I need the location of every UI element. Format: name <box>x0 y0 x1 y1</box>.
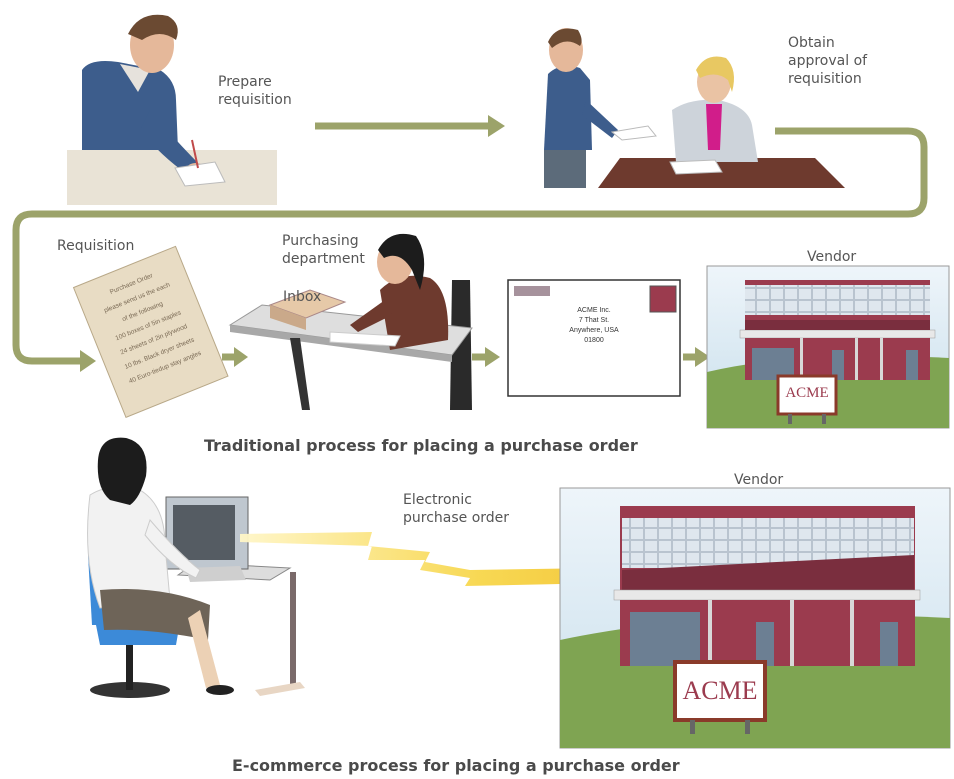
flow-arrow-3 <box>472 347 500 367</box>
electronic-purchase-order-label: Electronic purchase order <box>403 492 510 526</box>
flow-arrow-4 <box>683 347 710 367</box>
prepare-requisition-label: Prepare requisition <box>218 74 292 108</box>
requisition-label: Requisition <box>57 238 135 254</box>
man-writing-illustration <box>67 14 277 205</box>
traditional-process-caption: Traditional process for placing a purcha… <box>204 436 638 455</box>
inbox-label: Inbox <box>283 289 322 305</box>
envelope-line: Anywhere, USA <box>569 327 619 334</box>
obtain-approval-label: Obtain approval of requisition <box>788 35 868 87</box>
flow-arrow-connector <box>12 127 928 365</box>
purchasing-department-label: Purchasing department <box>282 233 365 267</box>
ecommerce-process-caption: E-commerce process for placing a purchas… <box>232 756 680 775</box>
envelope-line: ACME Inc. <box>577 307 611 314</box>
purchasing-clerk-illustration <box>228 233 473 410</box>
flow-arrow-1 <box>315 115 505 137</box>
flow-arrowhead-requisition <box>80 350 96 372</box>
woman-at-computer-illustration <box>87 437 305 698</box>
vendor-building-top <box>706 265 950 429</box>
vendor-bottom-label: Vendor <box>734 472 784 488</box>
acme-sign-top: ACME <box>785 385 829 401</box>
flow-arrow-2 <box>222 347 248 367</box>
envelope-line: 01800 <box>584 337 604 344</box>
acme-sign-bottom: ACME <box>682 676 758 705</box>
vendor-building-bottom <box>559 487 951 749</box>
approval-meeting-illustration <box>544 28 845 188</box>
envelope-line: 7 That St. <box>578 317 610 324</box>
vendor-top-label: Vendor <box>807 249 857 265</box>
envelope-illustration <box>507 279 681 397</box>
envelope-address: ACME Inc. 7 That St. Anywhere, USA 01800 <box>549 306 639 346</box>
